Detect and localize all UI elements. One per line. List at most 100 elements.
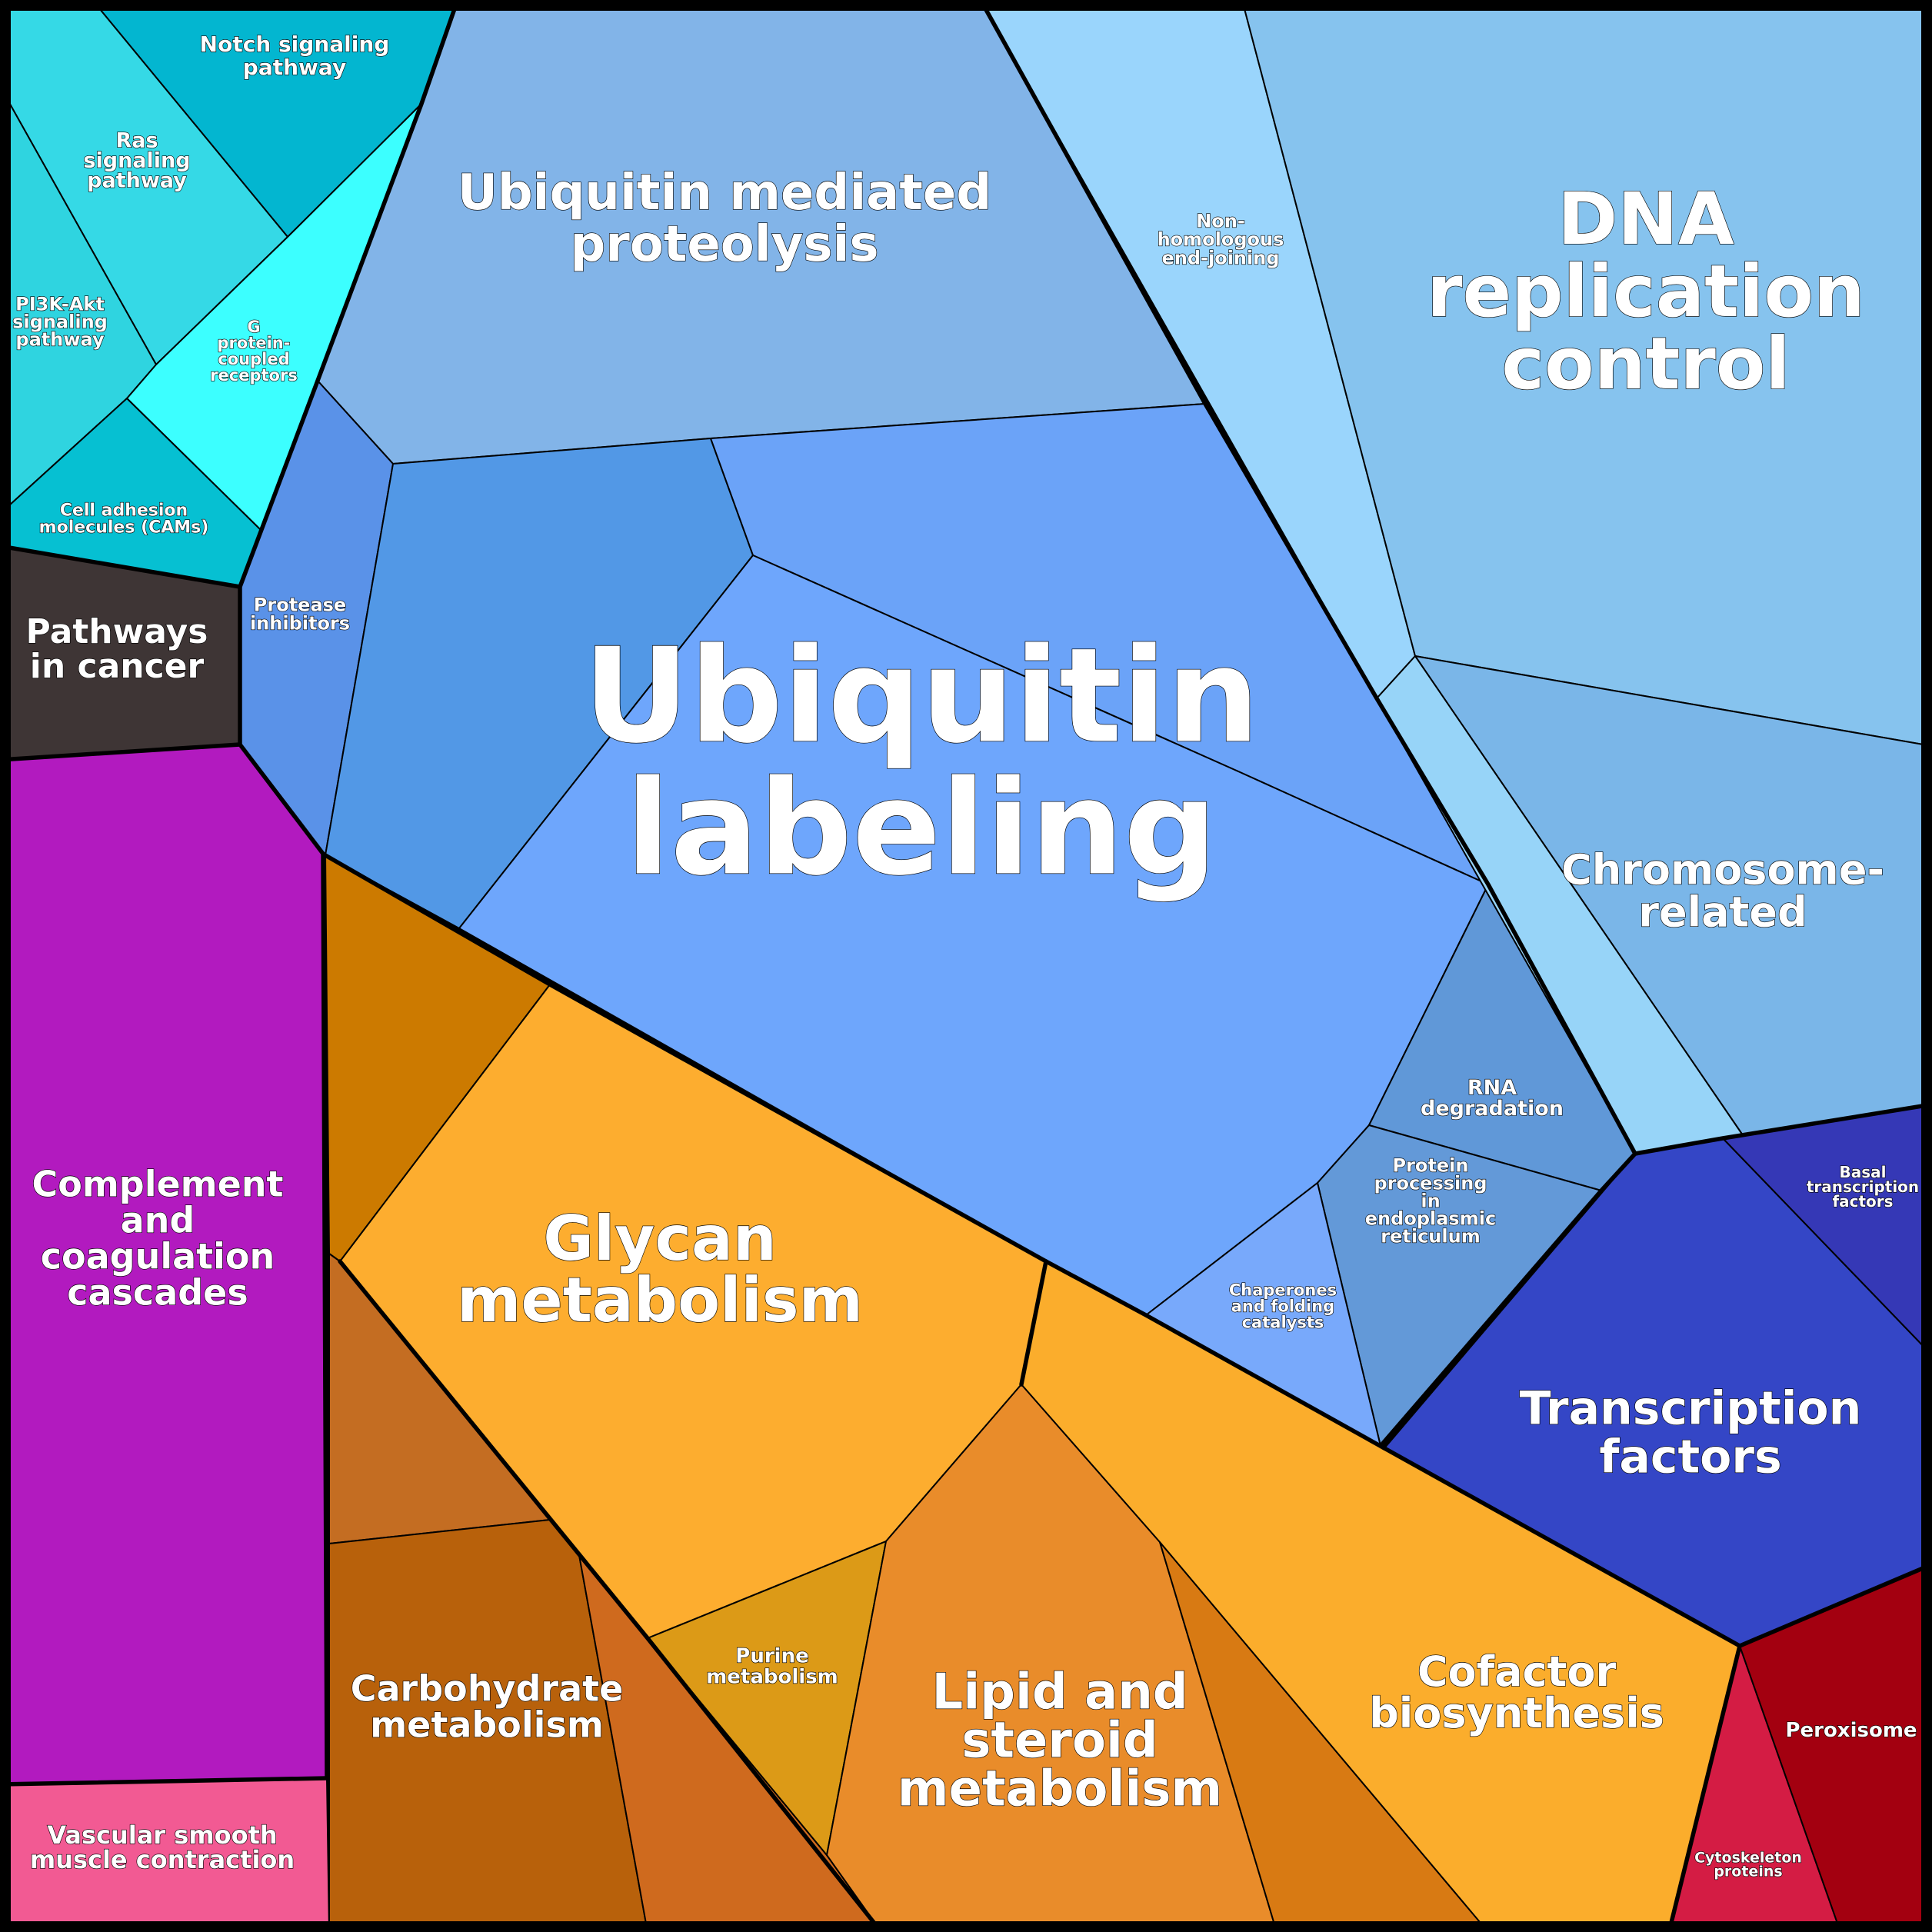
label-line: labeling — [625, 753, 1217, 905]
label-line: protein- — [218, 334, 291, 352]
label-line: end-joining — [1161, 247, 1279, 268]
label-line: Protease — [254, 594, 346, 615]
label-perox: Peroxisome — [1785, 1719, 1917, 1742]
label-line: inhibitors — [250, 612, 350, 634]
label-line: Chromosome- — [1561, 845, 1884, 894]
group-border — [1667, 1644, 1742, 1932]
label-line: molecules (CAMs) — [39, 518, 209, 538]
label-line: signaling — [83, 148, 190, 172]
label-line: Purine — [735, 1645, 808, 1668]
label-line: pathway — [15, 328, 105, 350]
label-line: cascades — [67, 1272, 248, 1314]
label-line: signaling — [12, 311, 108, 332]
label-line: Lipid and — [931, 1664, 1188, 1720]
label-line: catalysts — [1242, 1313, 1324, 1331]
label-line: metabolism — [706, 1666, 838, 1689]
label-line: in cancer — [30, 647, 205, 686]
label-line: Notch signaling — [200, 32, 390, 57]
label-line: G — [247, 318, 260, 336]
label-line: PI3K-Akt — [15, 293, 105, 315]
label-line: receptors — [210, 366, 298, 385]
label-line: Cell adhesion — [60, 501, 188, 521]
label-line: Ubiquitin mediated — [458, 165, 991, 222]
group-border — [321, 851, 329, 1780]
label-line: Peroxisome — [1785, 1719, 1917, 1742]
label-line: Protein — [1393, 1154, 1469, 1176]
label-line: biosynthesis — [1369, 1689, 1664, 1737]
label-line: factors — [1832, 1192, 1893, 1211]
label-line: DNA — [1557, 178, 1734, 261]
label-line: metabolism — [370, 1704, 604, 1746]
label-line: degradation — [1421, 1097, 1564, 1121]
label-line: Carbohydrate — [351, 1668, 624, 1710]
group-border — [0, 1776, 329, 1787]
label-line: Non- — [1196, 210, 1245, 232]
label-line: proteins — [1714, 1864, 1782, 1880]
group-border — [338, 1259, 884, 1932]
label-line: metabolism — [898, 1760, 1222, 1817]
group-border — [0, 742, 242, 762]
label-line: proteolysis — [570, 216, 878, 273]
label-line: Ras — [115, 128, 158, 152]
label-line: Pathways — [26, 612, 208, 651]
label-line: homologous — [1158, 228, 1284, 250]
label-line: related — [1638, 888, 1807, 936]
label-line: Glycan — [543, 1203, 777, 1274]
label-line: processing — [1374, 1172, 1487, 1194]
label-chromosome: Chromosome-related — [1561, 845, 1884, 936]
label-line: Ubiquitin — [583, 621, 1260, 773]
group-border — [1633, 1102, 1932, 1156]
group-border — [0, 544, 242, 589]
label-line: RNA — [1467, 1076, 1517, 1100]
label-line: coagulation — [41, 1236, 275, 1277]
label-line: pathway — [87, 168, 187, 192]
label-line: pathway — [243, 55, 346, 80]
label-line: Basal — [1840, 1163, 1887, 1181]
label-line: Chaperones — [1229, 1281, 1337, 1299]
label-line: reticulum — [1381, 1225, 1480, 1247]
label-line: muscle contraction — [30, 1845, 295, 1874]
label-line: Vascular smooth — [47, 1820, 277, 1850]
label-line: control — [1501, 322, 1790, 406]
cell-dna-rep — [1241, 0, 1932, 747]
label-line: and — [121, 1200, 195, 1241]
label-line: Transcription — [1520, 1382, 1862, 1436]
label-line: steroid — [961, 1712, 1158, 1769]
label-line: Complement — [32, 1164, 283, 1205]
group-border — [978, 0, 1637, 1451]
label-line: coupled — [218, 350, 289, 368]
label-line: metabolism — [457, 1264, 863, 1336]
label-line: Cytoskeleton — [1694, 1850, 1802, 1867]
group-border — [1019, 1259, 1048, 1387]
label-line: transcription — [1807, 1178, 1919, 1196]
